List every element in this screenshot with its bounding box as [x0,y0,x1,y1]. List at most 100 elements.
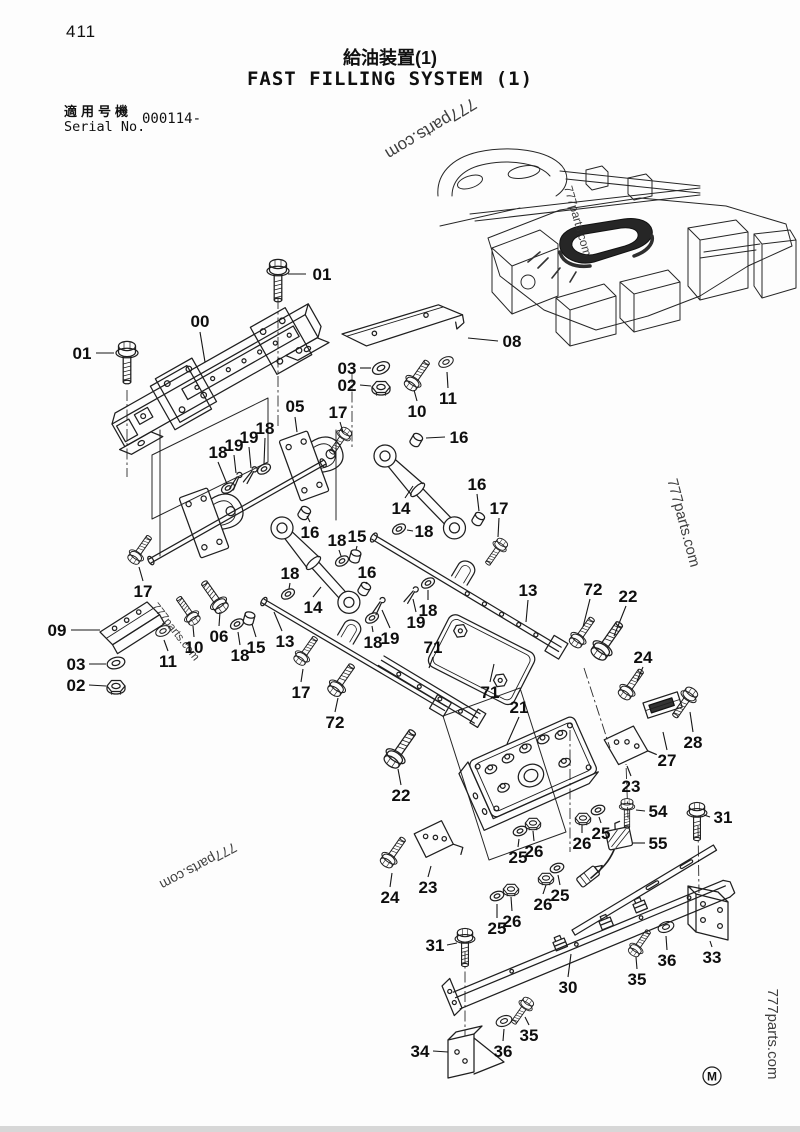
leader-line [355,545,358,551]
plate-71-right [427,614,536,706]
leader-line [662,731,668,751]
part-label-25: 25 [488,919,507,938]
leader-line [427,865,432,878]
leader-line [413,389,418,402]
hinge-bracket [178,478,255,559]
part-label-26: 26 [525,842,544,861]
part-label-14: 14 [392,499,411,518]
leader-line [542,884,547,895]
part-label-01: 01 [313,265,332,284]
bracket-33 [687,885,729,941]
bracket-09 [99,601,166,655]
nut-26 [502,883,520,897]
part-label-18: 18 [328,531,347,550]
leader-line [525,599,529,623]
bracket-23-left [413,820,464,858]
part-label-17: 17 [292,683,311,702]
part-label-02: 02 [67,676,86,695]
part-label-18: 18 [419,601,438,620]
leader-line [506,716,520,745]
mounting-rail-30 [441,879,736,1017]
leader-line [237,631,241,646]
leader-line [300,668,304,683]
plug-16 [356,580,373,598]
plug-16 [408,431,425,449]
hinge-bracket-05 [278,421,355,502]
part-label-17: 17 [329,403,348,422]
leader-line [334,697,339,713]
part-label-10: 10 [185,638,204,657]
watermark: 777parts.com [382,94,480,163]
leader-line [613,605,627,637]
part-label-15: 15 [247,638,266,657]
machine-overview-inset [437,148,797,347]
leader-line [626,765,632,777]
leader-line [88,684,107,687]
fast-fill-unit-highlight [559,218,653,264]
leader-line [233,454,237,474]
leader-line [524,1016,530,1026]
part-label-71: 71 [481,683,500,702]
part-label-18: 18 [256,419,275,438]
watermark: 777parts.com [663,477,703,569]
part-label-27: 27 [658,751,677,770]
leader-line [517,838,520,848]
watermark-layer: 777parts.com777parts.com777parts.com777p… [149,94,781,1079]
part-label-08: 08 [503,332,522,351]
bolt-35 [506,994,538,1029]
mounting-beam-00 [111,303,330,455]
part-label-31: 31 [714,808,733,827]
leader-line [251,623,257,638]
leader-line [636,666,644,682]
leader-line [365,581,368,585]
bolt-06 [195,575,233,618]
page-footer-edge [0,1126,800,1132]
bolt-31 [686,801,708,842]
part-label-18: 18 [209,443,228,462]
bolt-22 [379,724,423,773]
fill-manifold-21 [458,716,599,831]
part-label-55: 55 [649,834,668,853]
leader-line [582,598,591,628]
cover-plate-08 [341,304,465,347]
strip-rail [571,844,718,936]
part-label-31: 31 [426,936,445,955]
part-label-72: 72 [326,713,345,732]
leader-line [199,331,206,363]
part-label-16: 16 [468,475,487,494]
washer-03 [369,358,393,378]
leader-line [489,663,495,683]
part-label-16: 16 [358,563,377,582]
rod-mount [337,616,365,645]
nut-02 [106,679,126,695]
leader-line [502,1028,505,1042]
part-label-17: 17 [490,499,509,518]
part-label-30: 30 [559,978,578,997]
watermark: 777parts.com [157,839,239,893]
bolt-24 [376,832,412,872]
part-label-00: 00 [191,312,210,331]
part-label-03: 03 [67,655,86,674]
part-label-36: 36 [658,951,677,970]
part-label-36: 36 [494,1042,513,1061]
part-label-19: 19 [407,613,426,632]
part-label-54: 54 [649,802,668,821]
cable-clip [630,895,649,914]
washer-18 [333,553,351,569]
washer-18 [419,575,437,591]
part-label-72: 72 [584,580,603,599]
leader-line [467,337,499,342]
part-label-09: 09 [48,621,67,640]
rod-mount [450,557,479,586]
plug-16 [296,504,313,522]
leader-line [709,940,713,948]
leader-line [312,586,322,598]
bolt-22 [586,616,630,665]
cotter-pin-19 [228,470,244,492]
leader-line [598,816,602,824]
nut-26 [574,812,592,826]
plug-15 [347,548,363,565]
part-label-11: 11 [159,652,177,671]
leader-line [665,935,668,951]
part-label-19: 19 [240,428,259,447]
